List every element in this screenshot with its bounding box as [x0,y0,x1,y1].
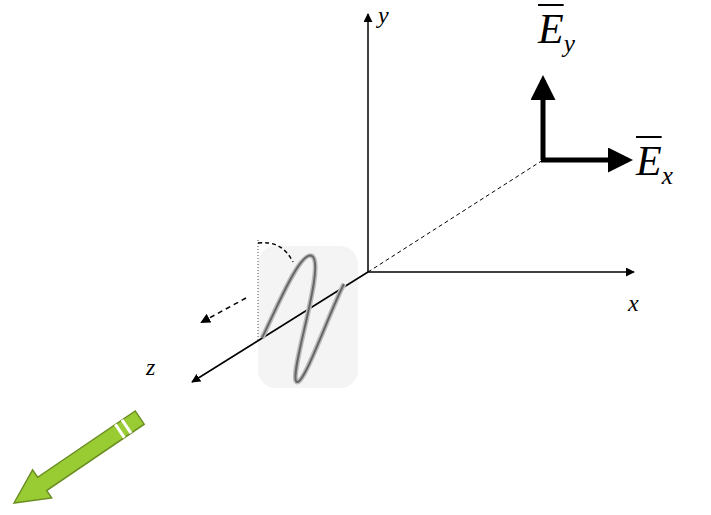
guide-line [368,160,543,272]
vector-symbol: E [538,6,564,52]
axis-label: y [378,2,389,28]
axis-label: z [146,354,155,380]
wave-ground [258,246,358,388]
angle-arc [258,243,293,262]
direction-arrow [4,404,149,515]
reference-line [258,240,259,340]
vector-subscript: x [662,162,673,189]
axis-label: x [628,290,639,316]
vector-symbol: E [636,138,662,184]
y-axis [367,14,369,272]
vector-label: Ex [636,138,673,190]
wave-shadow [262,256,344,382]
ex-vector [541,158,628,163]
wave [262,256,344,382]
propagation-arrow [202,298,246,322]
ey-vector [541,80,546,160]
vector-label: Ey [538,6,575,58]
vector-subscript: y [564,30,575,57]
x-axis [368,271,634,273]
